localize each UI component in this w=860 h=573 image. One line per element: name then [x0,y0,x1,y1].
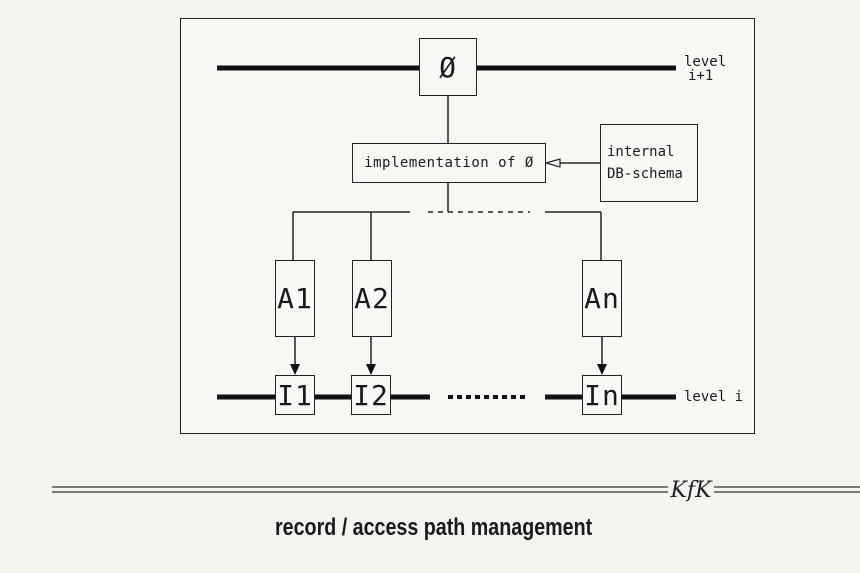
impl-node-in: In [582,375,622,415]
kfk-logo: KfK [668,473,714,507]
schema-box: internal DB-schema [600,124,698,202]
access-node-a1: A1 [275,260,315,337]
access-node-a2: A2 [352,260,392,337]
slide-caption: record / access path management [274,514,593,541]
top-node-box: Ø [419,38,477,96]
schema-line2: DB-schema [607,166,683,182]
level-top-label-line1: level [684,54,727,70]
impl-node-i1: I1 [275,375,315,415]
level-top-label-line2: i+1 [688,68,714,84]
access-node-an: An [582,260,622,337]
schema-arrow-head [543,158,561,168]
level-top-label: level i+1 [684,55,726,83]
level-bottom-label: level i [684,389,744,405]
arrowhead-a1 [290,364,300,375]
schema-line1: internal [607,144,675,160]
implementation-box: implementation of Ø [352,143,546,183]
impl-node-i2: I2 [351,375,391,415]
arrowhead-a2 [366,364,376,375]
arrowhead-an [597,364,607,375]
